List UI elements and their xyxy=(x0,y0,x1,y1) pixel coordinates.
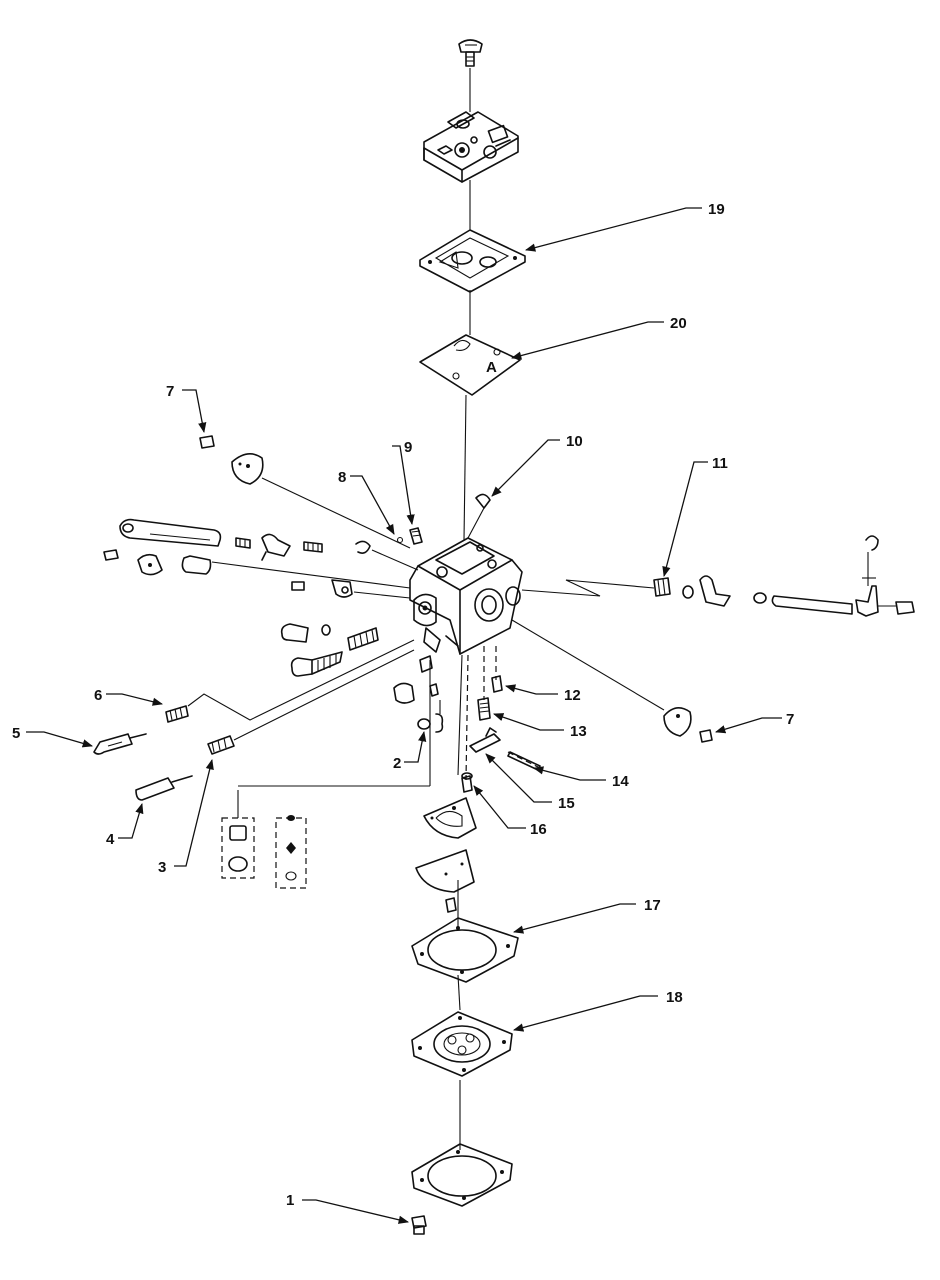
callout-10: 10 xyxy=(566,433,583,450)
cover-screw xyxy=(411,1215,427,1235)
callout-7-right: 7 xyxy=(786,711,794,728)
pump-diaphragm: A xyxy=(419,334,521,396)
callout-19: 19 xyxy=(708,201,725,218)
assembly-axis-lines xyxy=(457,68,471,1150)
adjustment-screws xyxy=(280,623,379,677)
body-small-parts xyxy=(393,493,491,733)
metering-gasket xyxy=(411,917,519,983)
callout-1: 1 xyxy=(286,1192,294,1209)
callout-3: 3 xyxy=(158,859,166,876)
carburetor-body xyxy=(409,537,523,655)
metering-cover xyxy=(411,1143,513,1207)
pump-gasket xyxy=(419,229,526,293)
throttle-shaft-left xyxy=(119,518,371,561)
callout-8: 8 xyxy=(338,469,346,486)
leader-lines xyxy=(26,207,782,1224)
callout-20: 20 xyxy=(670,315,687,332)
callout-2: 2 xyxy=(393,755,401,772)
callout-17: 17 xyxy=(644,897,661,914)
metering-plates xyxy=(415,797,477,913)
callout-5: 5 xyxy=(12,725,20,742)
needle-valve-lever-parts xyxy=(461,646,541,793)
callout-12: 12 xyxy=(564,687,581,704)
callout-11: 11 xyxy=(712,455,728,472)
choke-plate-left xyxy=(199,435,411,549)
choke-plate-right xyxy=(511,619,713,743)
callout-labels: 1 2 3 4 5 6 7 7 8 9 10 11 12 13 14 15 16… xyxy=(12,201,794,1209)
welch-plug-kit xyxy=(221,785,430,889)
callout-6: 6 xyxy=(94,687,102,704)
callout-18: 18 xyxy=(666,989,683,1006)
callout-14: 14 xyxy=(612,773,629,790)
callout-7-left: 7 xyxy=(166,383,174,400)
choke-shaft-right xyxy=(521,535,915,617)
metering-diaphragm xyxy=(411,1011,513,1077)
callout-13: 13 xyxy=(570,723,587,740)
callout-9: 9 xyxy=(404,439,412,456)
callout-16: 16 xyxy=(530,821,547,838)
top-screw xyxy=(458,39,483,67)
shaft-lever-parts-left xyxy=(103,549,353,598)
pump-cover xyxy=(423,111,519,183)
callout-4: 4 xyxy=(106,831,115,848)
callout-15: 15 xyxy=(558,795,575,812)
diaphragm-marking: A xyxy=(486,359,497,376)
mixture-needles xyxy=(93,705,235,801)
